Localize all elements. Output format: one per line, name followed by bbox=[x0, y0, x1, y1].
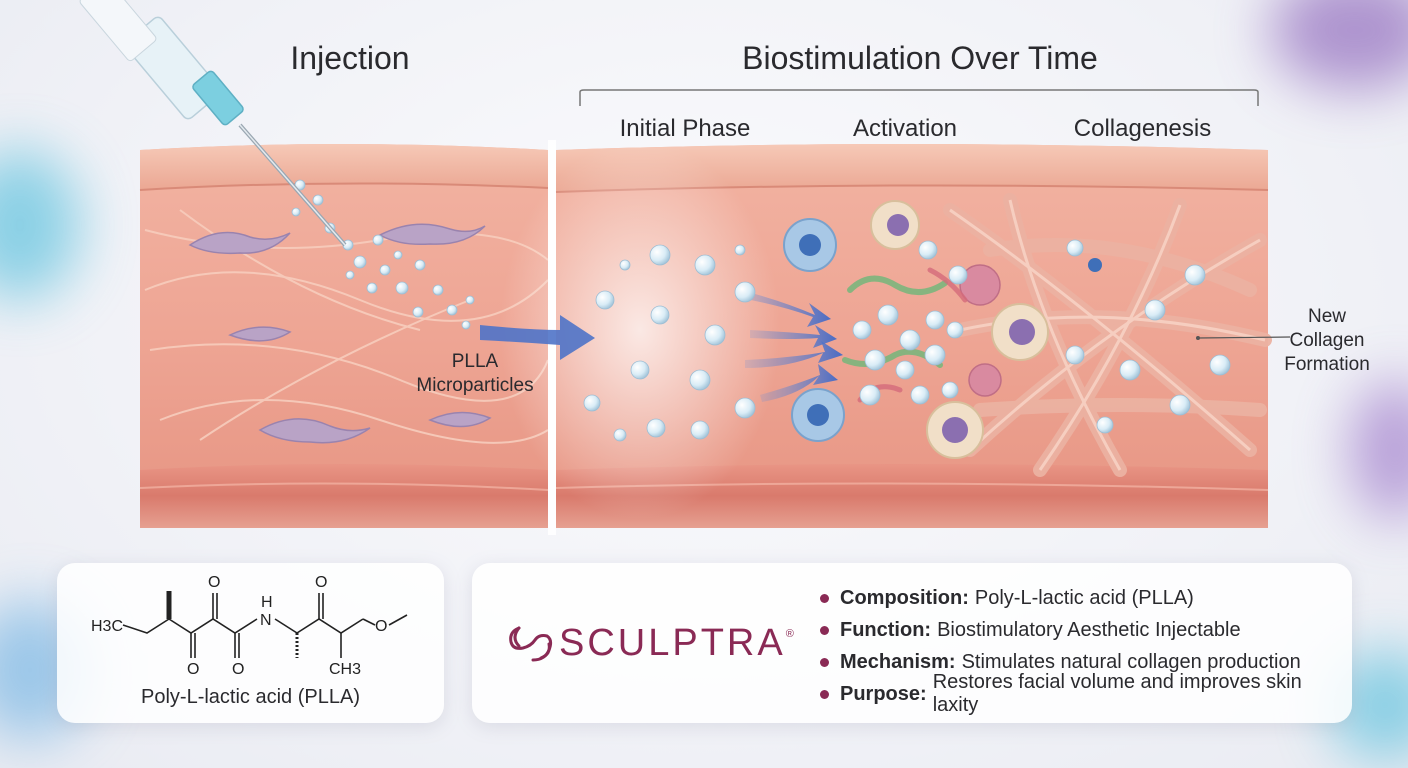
new-collagen-line-3: Formation bbox=[1284, 354, 1370, 375]
atom-o: O bbox=[375, 618, 387, 635]
atom-o: O bbox=[315, 574, 327, 591]
phase-initial-label: Initial Phase bbox=[619, 115, 751, 142]
atom-h: H bbox=[261, 594, 273, 611]
detail-label: Composition: bbox=[840, 586, 969, 609]
plla-microparticles-callout: PLLA Microparticles bbox=[400, 350, 550, 398]
detail-function: Function: Biostimulatory Aesthetic Injec… bbox=[820, 614, 1340, 646]
product-info-card bbox=[472, 563, 1352, 723]
detail-mechanism: Mechanism: Stimulates natural collagen p… bbox=[820, 646, 1340, 678]
atom-h3c: H3C bbox=[91, 618, 123, 635]
atom-n: N bbox=[260, 612, 272, 629]
atom-o: O bbox=[208, 574, 220, 591]
detail-label: Function: bbox=[840, 618, 932, 641]
atom-o: O bbox=[232, 661, 244, 678]
plla-callout-line-1: PLLA bbox=[451, 351, 499, 372]
detail-label: Mechanism: bbox=[840, 650, 956, 673]
atom-ch3: CH3 bbox=[329, 661, 361, 678]
new-collagen-callout: New Collagen Formation bbox=[1282, 305, 1372, 377]
new-collagen-line-2: Collagen bbox=[1289, 330, 1365, 351]
sculptra-wordmark: SCULPTRA bbox=[559, 621, 786, 664]
injection-heading: Injection bbox=[290, 40, 410, 76]
sculptra-logo-icon bbox=[509, 626, 553, 662]
skin-cross-section-illustration bbox=[79, 0, 1291, 528]
bullet-dot bbox=[820, 593, 829, 603]
timeline-bracket bbox=[579, 89, 1259, 106]
detail-text: Poly-L-lactic acid (PLLA) bbox=[974, 586, 1194, 609]
new-collagen-line-1: New bbox=[1307, 306, 1346, 327]
chemical-name: Poly-L-lactic acid (PLLA) bbox=[141, 686, 360, 708]
detail-label: Purpose: bbox=[840, 682, 927, 705]
plla-molecule-diagram: H3C O O O N H O O CH3 bbox=[91, 574, 408, 678]
plla-callout-line-2: Microparticles bbox=[416, 375, 534, 396]
atom-o: O bbox=[187, 661, 199, 678]
sculptra-logo: SCULPTRA ® bbox=[505, 618, 794, 668]
detail-composition: Composition: Poly-L-lactic acid (PLLA) bbox=[820, 582, 1340, 614]
bullet-dot bbox=[820, 625, 829, 635]
product-details-list: Composition: Poly-L-lactic acid (PLLA) F… bbox=[820, 582, 1340, 716]
detail-text: Biostimulatory Aesthetic Injectable bbox=[937, 618, 1241, 641]
bullet-dot bbox=[820, 657, 829, 667]
detail-text: Restores facial volume and improves skin… bbox=[932, 671, 1302, 716]
detail-text: Stimulates natural collagen production bbox=[961, 650, 1301, 673]
biostimulation-heading: Biostimulation Over Time bbox=[742, 40, 1098, 76]
phase-collagenesis-label: Collagenesis bbox=[1073, 115, 1212, 142]
registered-mark: ® bbox=[785, 628, 794, 640]
phase-activation-label: Activation bbox=[852, 115, 958, 142]
bullet-dot bbox=[820, 689, 829, 699]
chemical-structure-card: H3C O O O N H O O CH3 Poly-L-lactic acid… bbox=[57, 563, 444, 723]
detail-purpose: Purpose: Restores facial volume and impr… bbox=[820, 671, 1340, 716]
